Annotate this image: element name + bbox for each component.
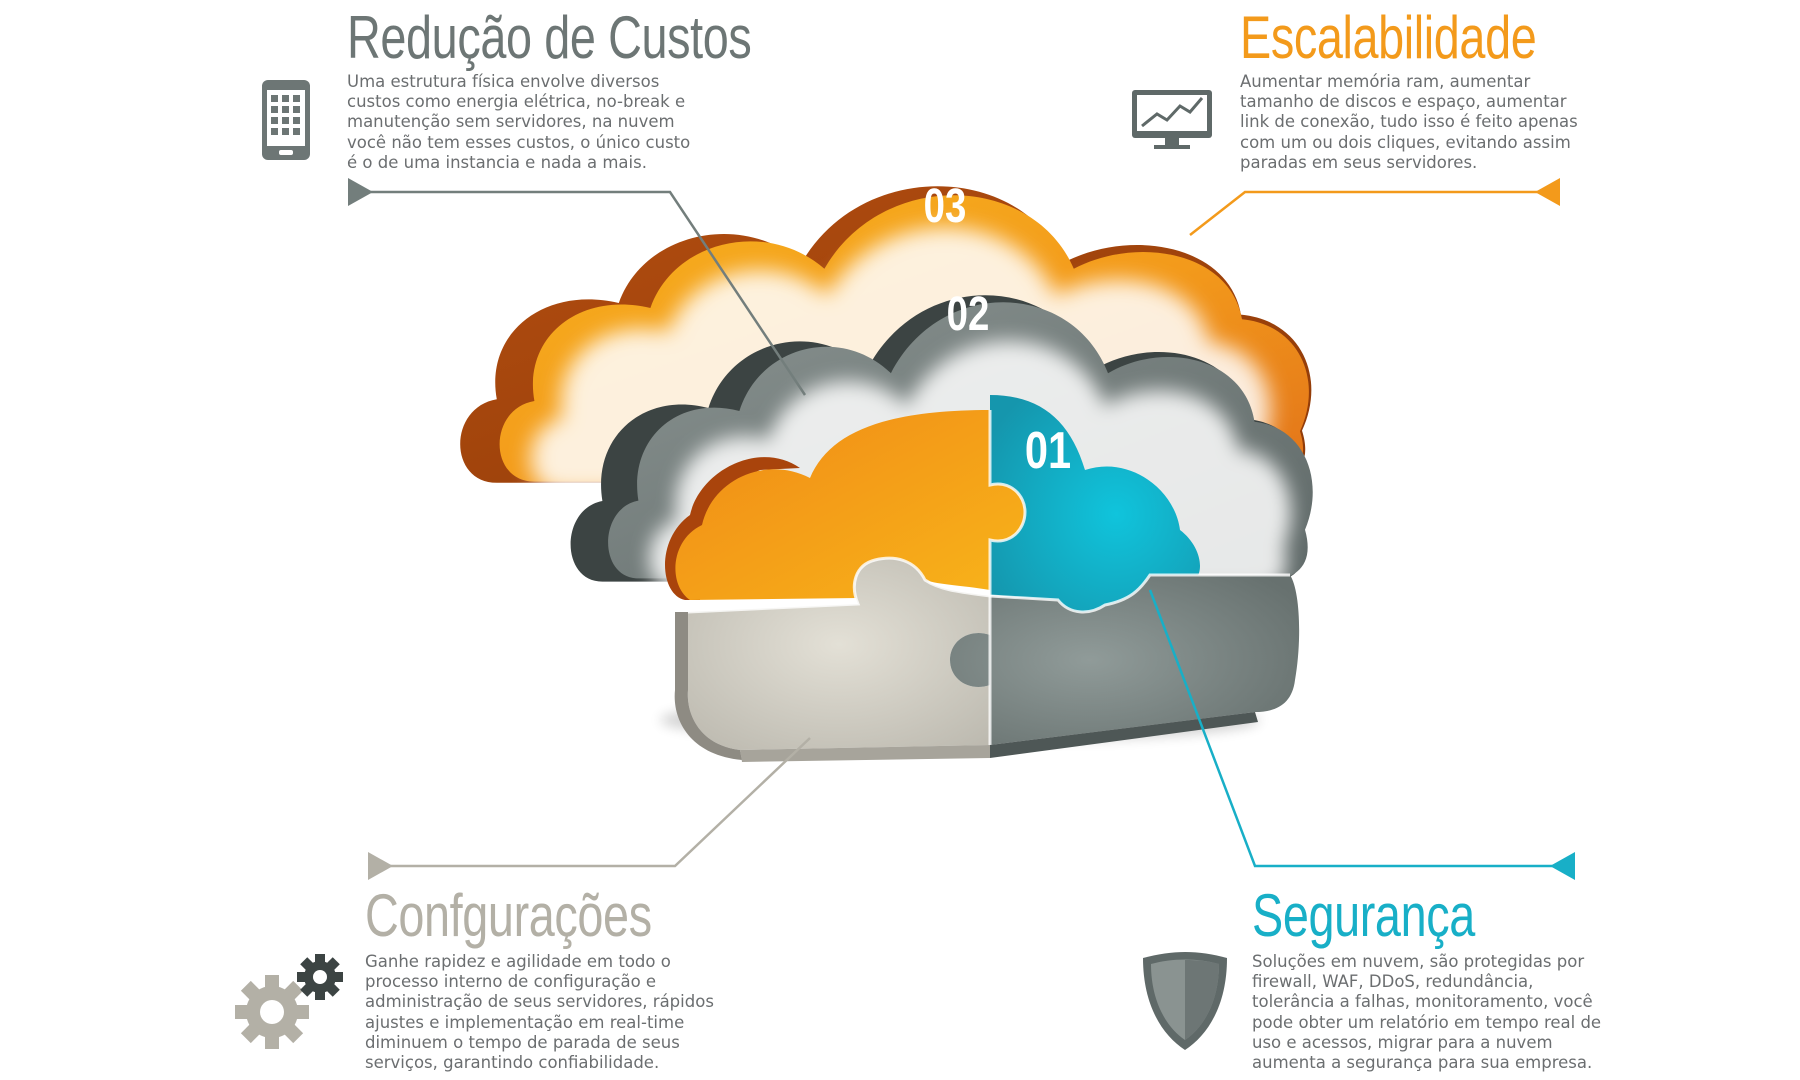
- desc-configuracoes: Ganhe rapidez e agilidade em todo o proc…: [365, 952, 714, 1073]
- desc-line: tamanho de discos e espaço, aumentar: [1240, 92, 1567, 112]
- desc-line: serviços, garantindo confiabilidade.: [365, 1053, 660, 1073]
- desc-line: é o de uma instancia e nada a mais.: [347, 152, 647, 172]
- layer-03-number: 03: [924, 180, 967, 233]
- desc-line: firewall, WAF, DDoS, redundância,: [1252, 972, 1534, 992]
- shield-icon: [1143, 952, 1227, 1050]
- desc-line: uso e acessos, migrar para a nuvem: [1252, 1032, 1553, 1052]
- title-reducao-de-custos: Redução de Custos: [347, 4, 752, 71]
- desc-line: paradas em seus servidores.: [1240, 152, 1478, 172]
- title-seguranca: Segurança: [1252, 882, 1475, 949]
- cloud-layer-03: 03: [460, 180, 1312, 494]
- smartphone-icon: [262, 80, 310, 160]
- desc-line: você não tem esses custos, o único custo: [347, 132, 691, 152]
- desc-line: administração de seus servidores, rápido…: [365, 992, 714, 1012]
- title-escalabilidade: Escalabilidade: [1240, 4, 1537, 71]
- desc-line: custos como energia elétrica, no-break e: [347, 92, 686, 112]
- desc-reducao-de-custos: Uma estrutura física envolve diversos cu…: [347, 72, 690, 173]
- desc-line: Aumentar memória ram, aumentar: [1240, 72, 1531, 91]
- cloud-layer-01-puzzle: 01: [660, 395, 1300, 762]
- puzzle-piece-orange: [675, 410, 1025, 600]
- desc-seguranca: Soluções em nuvem, são protegidas por fi…: [1252, 952, 1601, 1073]
- desc-escalabilidade: Aumentar memória ram, aumentar tamanho d…: [1240, 72, 1578, 173]
- desc-line: manutenção sem servidores, na nuvem: [347, 112, 675, 132]
- puzzle-piece-teal: [990, 395, 1200, 612]
- desc-line: Uma estrutura física envolve diversos: [347, 72, 660, 91]
- desc-line: pode obter um relatório em tempo real de: [1252, 1012, 1602, 1032]
- connector-configuracoes: [368, 737, 811, 880]
- layer-01-number: 01: [1025, 421, 1071, 480]
- desc-line: link de conexão, tudo isso é feito apena…: [1240, 112, 1578, 132]
- connector-seguranca: [1148, 589, 1575, 880]
- puzzle-piece-gray: [950, 575, 1300, 745]
- desc-line: Ganhe rapidez e agilidade em todo o: [365, 952, 671, 971]
- desc-line: processo interno de configuração e: [365, 972, 657, 992]
- desc-line: diminuem o tempo de parada de seus: [365, 1032, 680, 1052]
- puzzle-piece-light: [687, 558, 990, 750]
- gears-icon: [235, 954, 343, 1049]
- connector-reducao: [348, 178, 807, 396]
- desc-line: aumenta a segurança para sua empresa.: [1252, 1053, 1593, 1073]
- desc-line: ajustes e implementação em real-time: [365, 1012, 685, 1032]
- layer-02-number: 02: [947, 288, 990, 341]
- title-configuracoes: Confgurações: [365, 882, 652, 949]
- monitor-chart-icon: [1132, 90, 1212, 149]
- cloud-layer-02: 02: [570, 288, 1313, 592]
- desc-line: com um ou dois cliques, evitando assim: [1240, 132, 1571, 152]
- desc-line: tolerância a falhas, monitoramento, você: [1252, 992, 1593, 1012]
- desc-line: Soluções em nuvem, são protegidas por: [1252, 952, 1585, 971]
- connector-escalabilidade: [1189, 178, 1560, 236]
